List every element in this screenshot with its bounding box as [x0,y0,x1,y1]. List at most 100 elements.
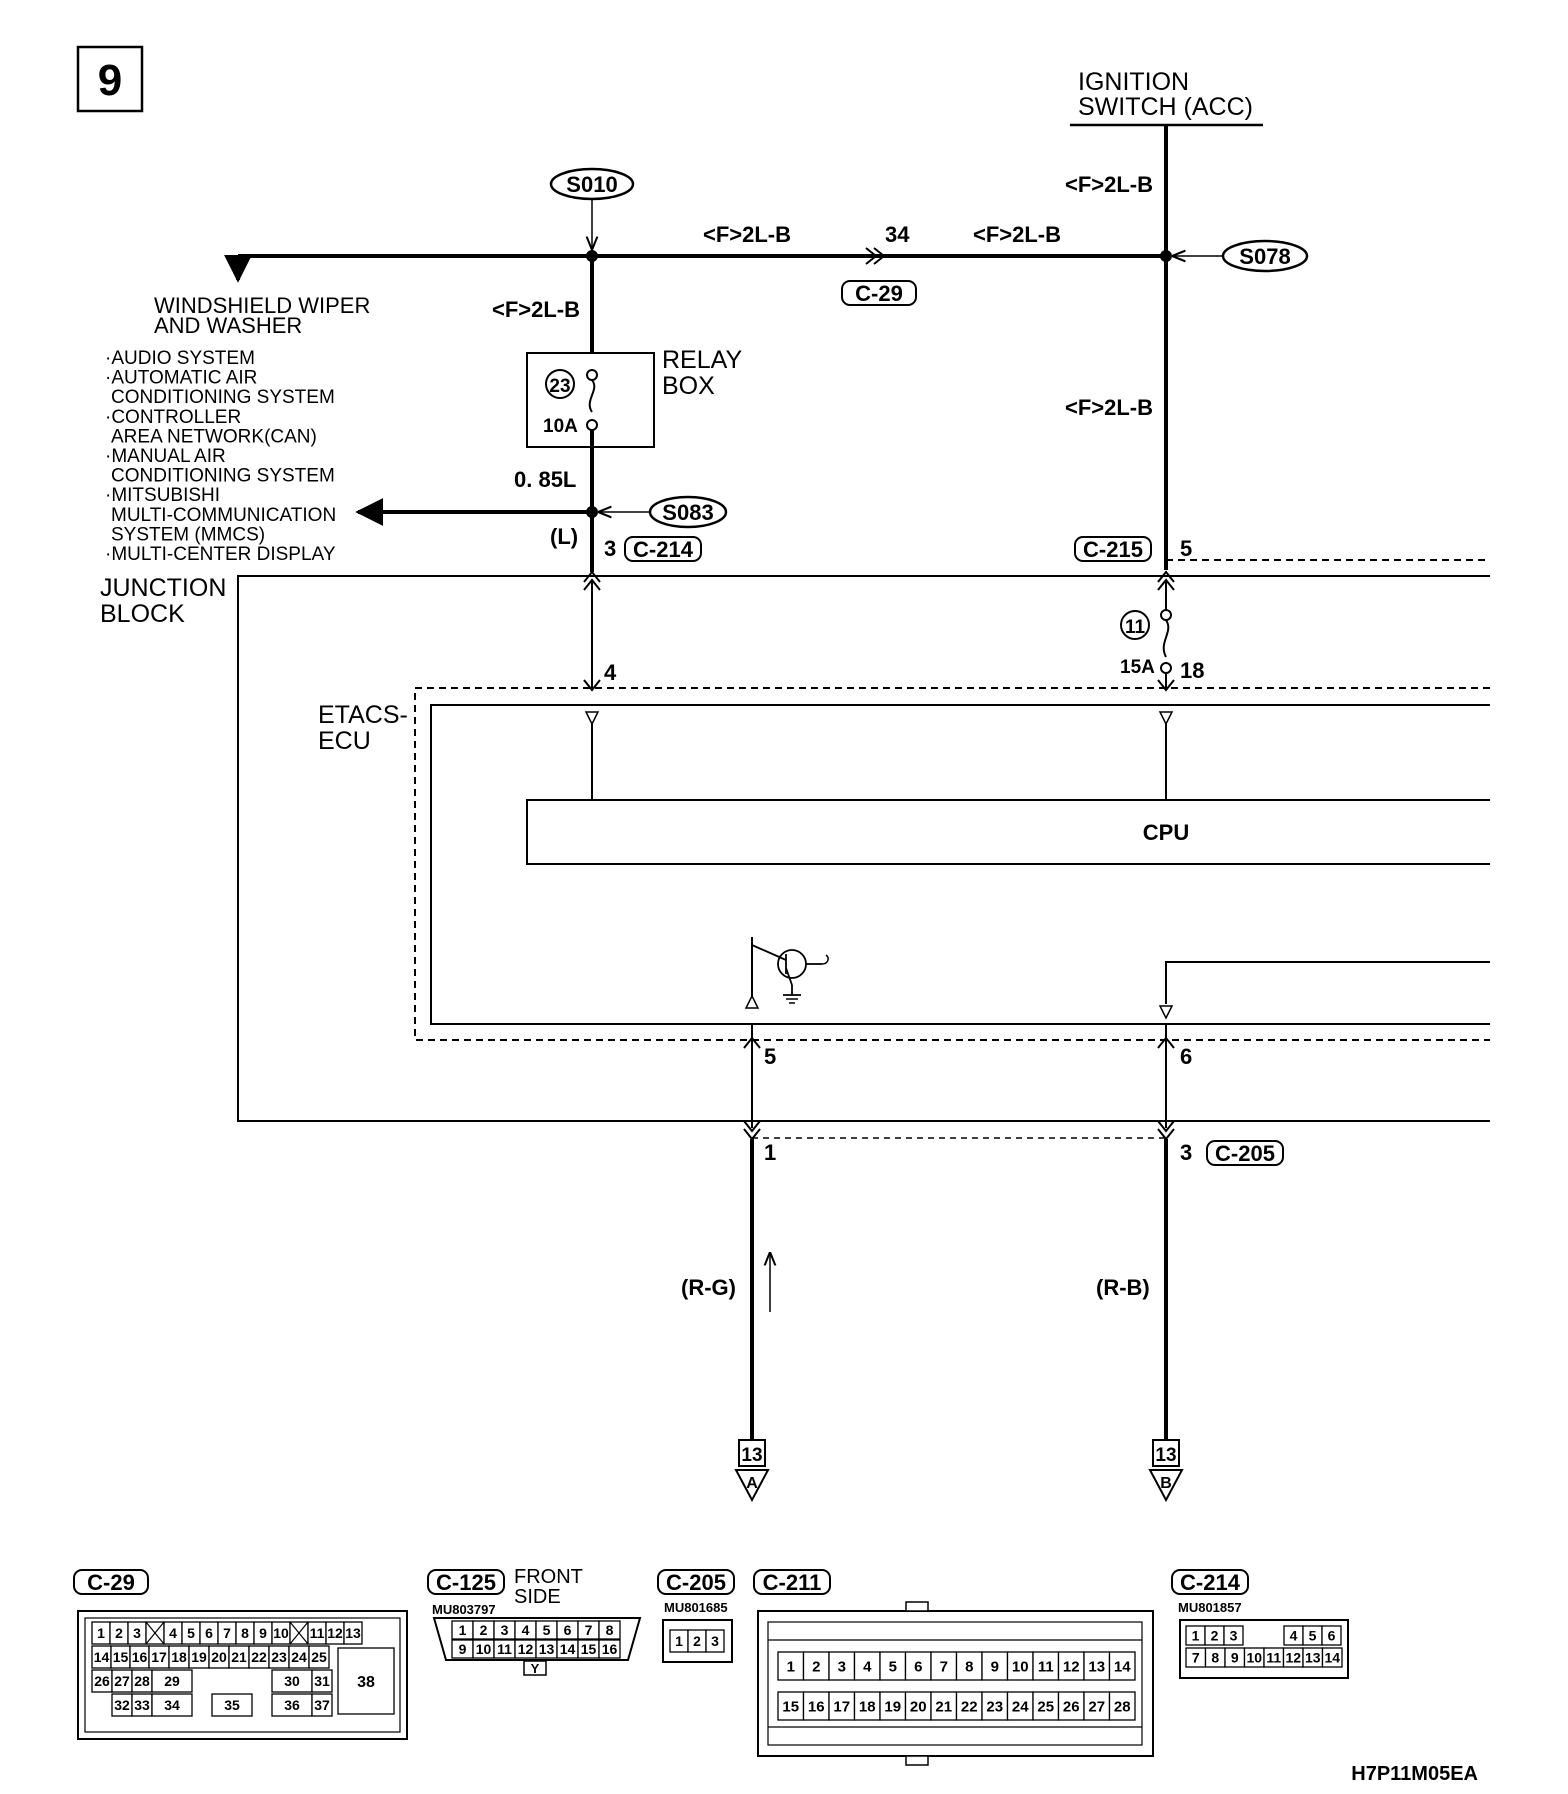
system-line-11: ·MULTI-CENTER DISPLAY [105,544,336,565]
c29-pin-32: 32 [114,1697,130,1713]
system-line-4: ·CONTROLLER [105,407,241,428]
c211-pin-8: 8 [965,1658,973,1675]
c29-pin-7: 7 [223,1625,231,1641]
c125-pin-13: 13 [539,1641,555,1657]
system-line-9: MULTI-COMMUNICATION [111,505,336,526]
c29-pin-24: 24 [291,1649,307,1665]
connector-c125-part: MU803797 [432,1602,496,1617]
system-line-2: ·AUTOMATIC AIR [105,368,257,389]
system-line-7: CONDITIONING SYSTEM [111,466,335,487]
pin-c29-34: 34 [885,222,910,247]
fuse-11-top-terminal [1160,609,1172,621]
c211-pin-28: 28 [1114,1698,1131,1715]
connector-ref-c205: C-205 [1215,1141,1275,1166]
c29-pin-11: 11 [310,1625,325,1641]
c29-pin-2: 2 [115,1625,123,1641]
c211-pin-7: 7 [940,1658,948,1675]
c29-pin-22: 22 [251,1649,267,1665]
jb-pin-mark-left [583,679,601,692]
etacs-input-terminal-right-lower [1158,1005,1174,1020]
c211-pin-10: 10 [1012,1658,1029,1675]
c211-pin-6: 6 [914,1658,922,1675]
system-line-6: ·MANUAL AIR [105,446,226,467]
pin-c214-3: 3 [604,536,616,561]
c29-pin-28: 28 [134,1673,150,1689]
connector-c29-symbol [865,247,886,265]
wire-label-right-upper: <F>2L-B [1065,172,1153,197]
cpu-block [526,799,1490,865]
c214-pin-11: 11 [1266,1650,1281,1666]
c29-pin-35: 35 [224,1697,240,1713]
c125-pin-8: 8 [606,1622,614,1638]
c214-pin-13: 13 [1305,1650,1321,1666]
system-line-5: AREA NETWORK(CAN) [111,426,317,447]
c214-pin-4: 4 [1290,1628,1298,1644]
transistor-icon [751,944,829,1004]
fuse-11-element [1162,619,1170,658]
c211-pin-14: 14 [1114,1658,1131,1675]
c211-pin-1: 1 [787,1658,795,1675]
c29-pin-26: 26 [94,1673,110,1689]
c211-pin-24: 24 [1012,1698,1029,1715]
c29-pin-27: 27 [114,1673,130,1689]
c29-pin-31: 31 [314,1673,330,1689]
c214-pin-10: 10 [1246,1650,1262,1666]
jb-pin-mark-right [1157,679,1175,692]
connector-c125-title: C-125 [436,1570,496,1595]
c214-pin-1: 1 [1192,1628,1200,1644]
offpage-a-arrow [734,1469,770,1503]
wire-label-top-right: <F>2L-B [973,222,1061,247]
c205-pin-2: 2 [693,1633,701,1649]
c125-pin-11: 11 [497,1641,512,1657]
c211-pin-20: 20 [910,1698,927,1715]
c211-pin-26: 26 [1063,1698,1080,1715]
etacs-input-terminal-left [584,711,600,726]
c29-pin-13: 13 [345,1625,361,1641]
relay-box-label-2: BOX [662,372,715,400]
c211-pin-27: 27 [1088,1698,1105,1715]
c214-pin-2: 2 [1211,1628,1219,1644]
offpage-b-box [1152,1439,1180,1467]
etacs-inner-frame [430,704,1490,1025]
c214-pin-3: 3 [1230,1628,1238,1644]
fuse-11-number-circle [1120,610,1150,640]
c29-pin-3: 3 [133,1625,141,1641]
wire-label-rg: (R-G) [681,1275,736,1300]
etacs-label-2: ECU [318,727,371,755]
diagram-code: H7P11M05EA [1351,1763,1478,1785]
ignition-switch-label-2: SWITCH (ACC) [1078,93,1253,121]
c125-pin-15: 15 [581,1641,597,1657]
fuse-23-element [588,379,596,413]
c29-pin-4: 4 [169,1625,177,1641]
system-line-1: ·AUDIO SYSTEM [105,348,255,369]
c125-pin-14: 14 [560,1641,576,1657]
pin-etacs-6: 6 [1180,1044,1192,1069]
offpage-a-box [738,1439,766,1467]
c29-pin-8: 8 [241,1625,249,1641]
c125-pin-4: 4 [522,1622,530,1638]
c214-pin-14: 14 [1324,1650,1340,1666]
c29-pin-25: 25 [311,1649,327,1665]
c125-pin-16: 16 [602,1641,618,1657]
c29-pin-9: 9 [259,1625,267,1641]
c29-pin-30: 30 [284,1673,300,1689]
wire-label-top-left: <F>2L-B [492,297,580,322]
connector-c205-title: C-205 [666,1570,726,1595]
c211-pin-19: 19 [884,1698,901,1715]
c211-pin-12: 12 [1063,1658,1080,1675]
etacs-out-mark-right [1157,1036,1175,1049]
page-number-box [76,45,144,113]
splice-label-s083: S083 [662,500,713,525]
c29-pin-37: 37 [314,1697,330,1713]
fuse-11-number: 11 [1125,617,1146,638]
c211-pin-17: 17 [833,1698,850,1715]
etacs-right-signal-wire [1165,961,1490,1004]
fuse-23-bottom-terminal [586,419,598,431]
connector-c214-title: C-214 [1180,1570,1241,1595]
connector-ref-c215-box [1074,536,1152,562]
fuse-23-top-terminal [586,369,598,381]
c29-pin-12: 12 [327,1625,343,1641]
offpage-b-page: 13 [1155,1445,1176,1466]
